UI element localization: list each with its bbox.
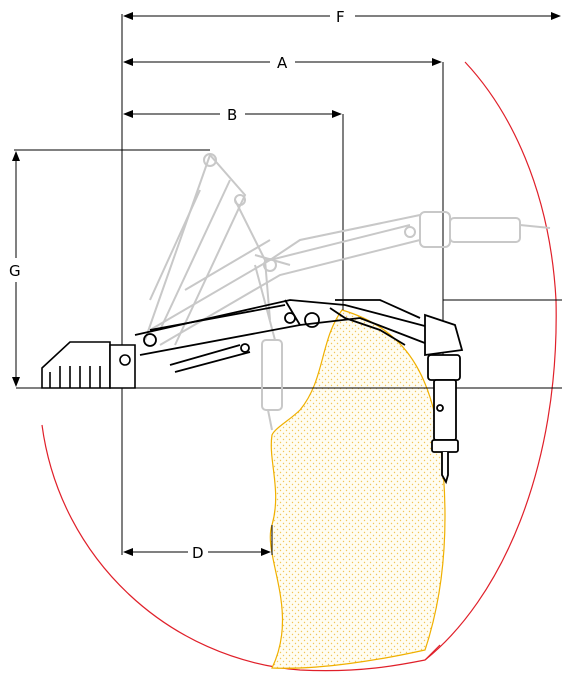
- max-reach-arc: [41, 61, 557, 672]
- main-boom: [134, 299, 441, 373]
- dimension-a: A: [123, 54, 442, 72]
- dimension-a-label: A: [277, 54, 288, 72]
- dimension-b-label: B: [227, 106, 237, 124]
- max-reach-arc-lower: [424, 644, 441, 661]
- ghost-boom-raised: [144, 153, 291, 431]
- dimension-d-label: D: [192, 544, 204, 562]
- hammer-attachment: [424, 313, 464, 485]
- base-mount: [41, 341, 136, 389]
- dimension-b: B: [123, 106, 342, 124]
- dimension-d: D: [123, 544, 271, 562]
- ghost-boom-extended: [149, 211, 551, 346]
- dimension-f: F: [123, 8, 561, 26]
- dimension-g-label: G: [9, 262, 21, 280]
- dimension-f-label: F: [336, 8, 345, 26]
- dimension-g: G: [9, 149, 210, 387]
- working-zone: [269, 309, 446, 669]
